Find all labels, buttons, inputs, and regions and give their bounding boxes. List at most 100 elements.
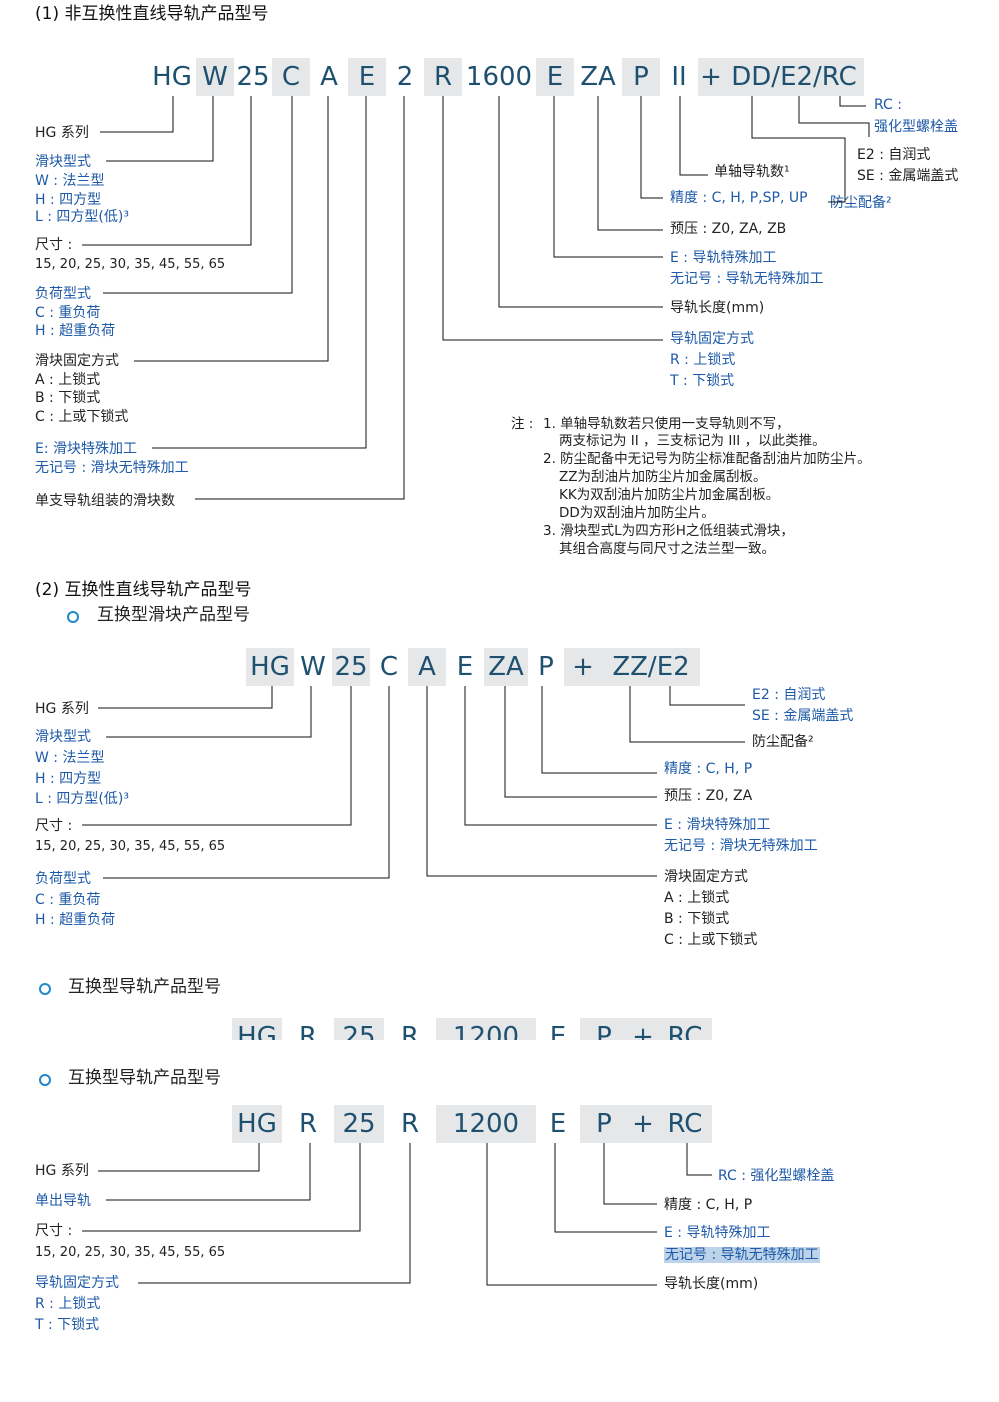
bullet-icon bbox=[67, 611, 79, 623]
code-cell: E bbox=[536, 58, 574, 96]
label-se: SE : 金属端盖式 bbox=[857, 168, 959, 184]
label-size-values: 15, 20, 25, 30, 35, 45, 55, 65 bbox=[35, 257, 226, 272]
code-cell: P bbox=[538, 652, 554, 682]
label-block-type: 滑块型式 bbox=[35, 729, 91, 745]
code-cell: + bbox=[698, 58, 724, 96]
label-size: 尺寸 : bbox=[35, 237, 73, 253]
connector-line bbox=[464, 686, 657, 826]
label-block-type: 滑块型式 bbox=[35, 154, 91, 170]
code-cell: HG bbox=[246, 648, 294, 686]
code-cell: E bbox=[348, 58, 386, 96]
code-cell: HG bbox=[232, 1018, 282, 1040]
code-cell: ZA bbox=[580, 62, 616, 92]
label-rail-fix-t: T : 下锁式 bbox=[670, 373, 735, 389]
code-cell: HG bbox=[152, 62, 192, 92]
connector-line bbox=[603, 1143, 657, 1205]
label-series: HG 系列 bbox=[35, 1163, 89, 1179]
label-rail-length: 导轨长度(mm) bbox=[664, 1276, 759, 1292]
code-cell: RC bbox=[658, 1018, 712, 1040]
connector-line bbox=[195, 96, 405, 500]
label-size-values: 15, 20, 25, 30, 35, 45, 55, 65 bbox=[35, 1245, 226, 1260]
label-rail-fix-t: T : 下锁式 bbox=[35, 1317, 100, 1333]
code-cell: 1200 bbox=[436, 1105, 536, 1143]
connector-line bbox=[597, 96, 663, 231]
label-series: HG 系列 bbox=[35, 701, 89, 717]
connector-line bbox=[839, 96, 866, 107]
code-cell: DD/E2/RC bbox=[724, 58, 864, 96]
label-rail-no-special: 无记号 : 导轨无特殊加工 bbox=[670, 271, 824, 287]
label-rail-count: 单轴导轨数¹ bbox=[714, 164, 790, 180]
label-rail-fix: 导轨固定方式 bbox=[670, 331, 754, 347]
code-cell: R bbox=[424, 58, 462, 96]
connector-line bbox=[686, 1143, 712, 1176]
code-cell: R bbox=[298, 1022, 318, 1040]
label-series: HG 系列 bbox=[35, 125, 89, 141]
code-cell: R bbox=[400, 1022, 420, 1040]
label-precision: 精度 : C, H, P bbox=[664, 1197, 753, 1213]
label-block-special: E : 滑块特殊加工 bbox=[664, 817, 771, 833]
section2-heading: (2) 互换性直线导轨产品型号 bbox=[35, 580, 252, 600]
code-cell: P bbox=[622, 58, 660, 96]
label-rc-value: 强化型螺栓盖 bbox=[874, 119, 958, 135]
code-cell: 1200 bbox=[436, 1018, 536, 1040]
label-block-no-special: 无记号 : 滑块无特殊加工 bbox=[664, 838, 818, 854]
connector-line bbox=[629, 686, 745, 743]
code-cell: A bbox=[320, 62, 338, 92]
code-cell: + bbox=[564, 648, 602, 686]
code-cell: E bbox=[549, 1109, 567, 1139]
label-block-fix: 滑块固定方式 bbox=[35, 353, 119, 369]
label-size: 尺寸 : bbox=[35, 818, 73, 834]
label-load: 负荷型式 bbox=[35, 286, 91, 302]
connector-line bbox=[541, 686, 657, 774]
label-size: 尺寸 : bbox=[35, 1223, 73, 1239]
label-load-h: H : 超重负荷 bbox=[35, 323, 116, 339]
label-block-fix-b: B : 下锁式 bbox=[35, 390, 101, 406]
note-line: 两支标记为 II ，三支标记为 III ，以此类推。 bbox=[559, 433, 826, 449]
bullet-icon bbox=[39, 983, 51, 995]
label-block-type-h: H : 四方型 bbox=[35, 192, 102, 208]
label-load-c: C : 重负荷 bbox=[35, 892, 101, 908]
label-load: 负荷型式 bbox=[35, 871, 91, 887]
label-block-fix-b: B : 下锁式 bbox=[664, 911, 730, 927]
label-size-values: 15, 20, 25, 30, 35, 45, 55, 65 bbox=[35, 839, 226, 854]
label-rail-length: 导轨长度(mm) bbox=[670, 300, 765, 316]
label-rail-special: E : 导轨特殊加工 bbox=[670, 250, 777, 266]
connector-line bbox=[442, 96, 663, 341]
note-line: ZZ为刮油片加防尘片加金属刮板。 bbox=[559, 469, 767, 485]
code-cell: R bbox=[400, 1109, 420, 1139]
section1-heading: (1) 非互换性直线导轨产品型号 bbox=[35, 4, 269, 24]
code-cell: + bbox=[628, 1105, 658, 1143]
code-cell: 2 bbox=[396, 62, 414, 92]
code-cell: C bbox=[379, 652, 399, 682]
code-cell: 25 bbox=[332, 648, 370, 686]
subheading-rail: 互换型导轨产品型号 bbox=[68, 1068, 221, 1088]
code-cell: W bbox=[196, 58, 234, 96]
connector-line bbox=[98, 1143, 260, 1172]
bullet-icon bbox=[39, 1074, 51, 1086]
connector-line bbox=[138, 1143, 411, 1284]
note-line: 2. 防尘配备中无记号为防尘标准配备刮油片加防尘片。 bbox=[543, 451, 871, 467]
connector-line bbox=[640, 96, 663, 199]
label-block-type-w: W : 法兰型 bbox=[35, 750, 105, 766]
label-block-fix-c: C : 上或下锁式 bbox=[35, 409, 129, 425]
label-rail-fix-r: R : 上锁式 bbox=[670, 352, 736, 368]
label-rail-fix: 导轨固定方式 bbox=[35, 1275, 119, 1291]
label-block-type-w: W : 法兰型 bbox=[35, 173, 105, 189]
label-rail-special: E : 导轨特殊加工 bbox=[664, 1225, 771, 1241]
code-cell: + bbox=[628, 1018, 658, 1040]
connector-line bbox=[486, 1143, 657, 1286]
code-cell: ZZ/E2 bbox=[602, 648, 700, 686]
connector-line bbox=[103, 96, 293, 294]
label-e2: E2 : 自润式 bbox=[857, 147, 931, 163]
code-cell: E bbox=[549, 1022, 567, 1040]
code-cell: A bbox=[408, 648, 446, 686]
label-block-count: 单支导轨组装的滑块数 bbox=[35, 493, 175, 509]
code-cell: E bbox=[456, 652, 474, 682]
connector-line bbox=[106, 96, 214, 162]
label-dust: 防尘配备² bbox=[752, 734, 814, 750]
label-block-no-special: 无记号 : 滑块无特殊加工 bbox=[35, 460, 189, 476]
label-e2: E2 : 自润式 bbox=[752, 687, 826, 703]
label-block-special: E: 滑块特殊加工 bbox=[35, 441, 138, 457]
code-cell: II bbox=[671, 62, 687, 92]
